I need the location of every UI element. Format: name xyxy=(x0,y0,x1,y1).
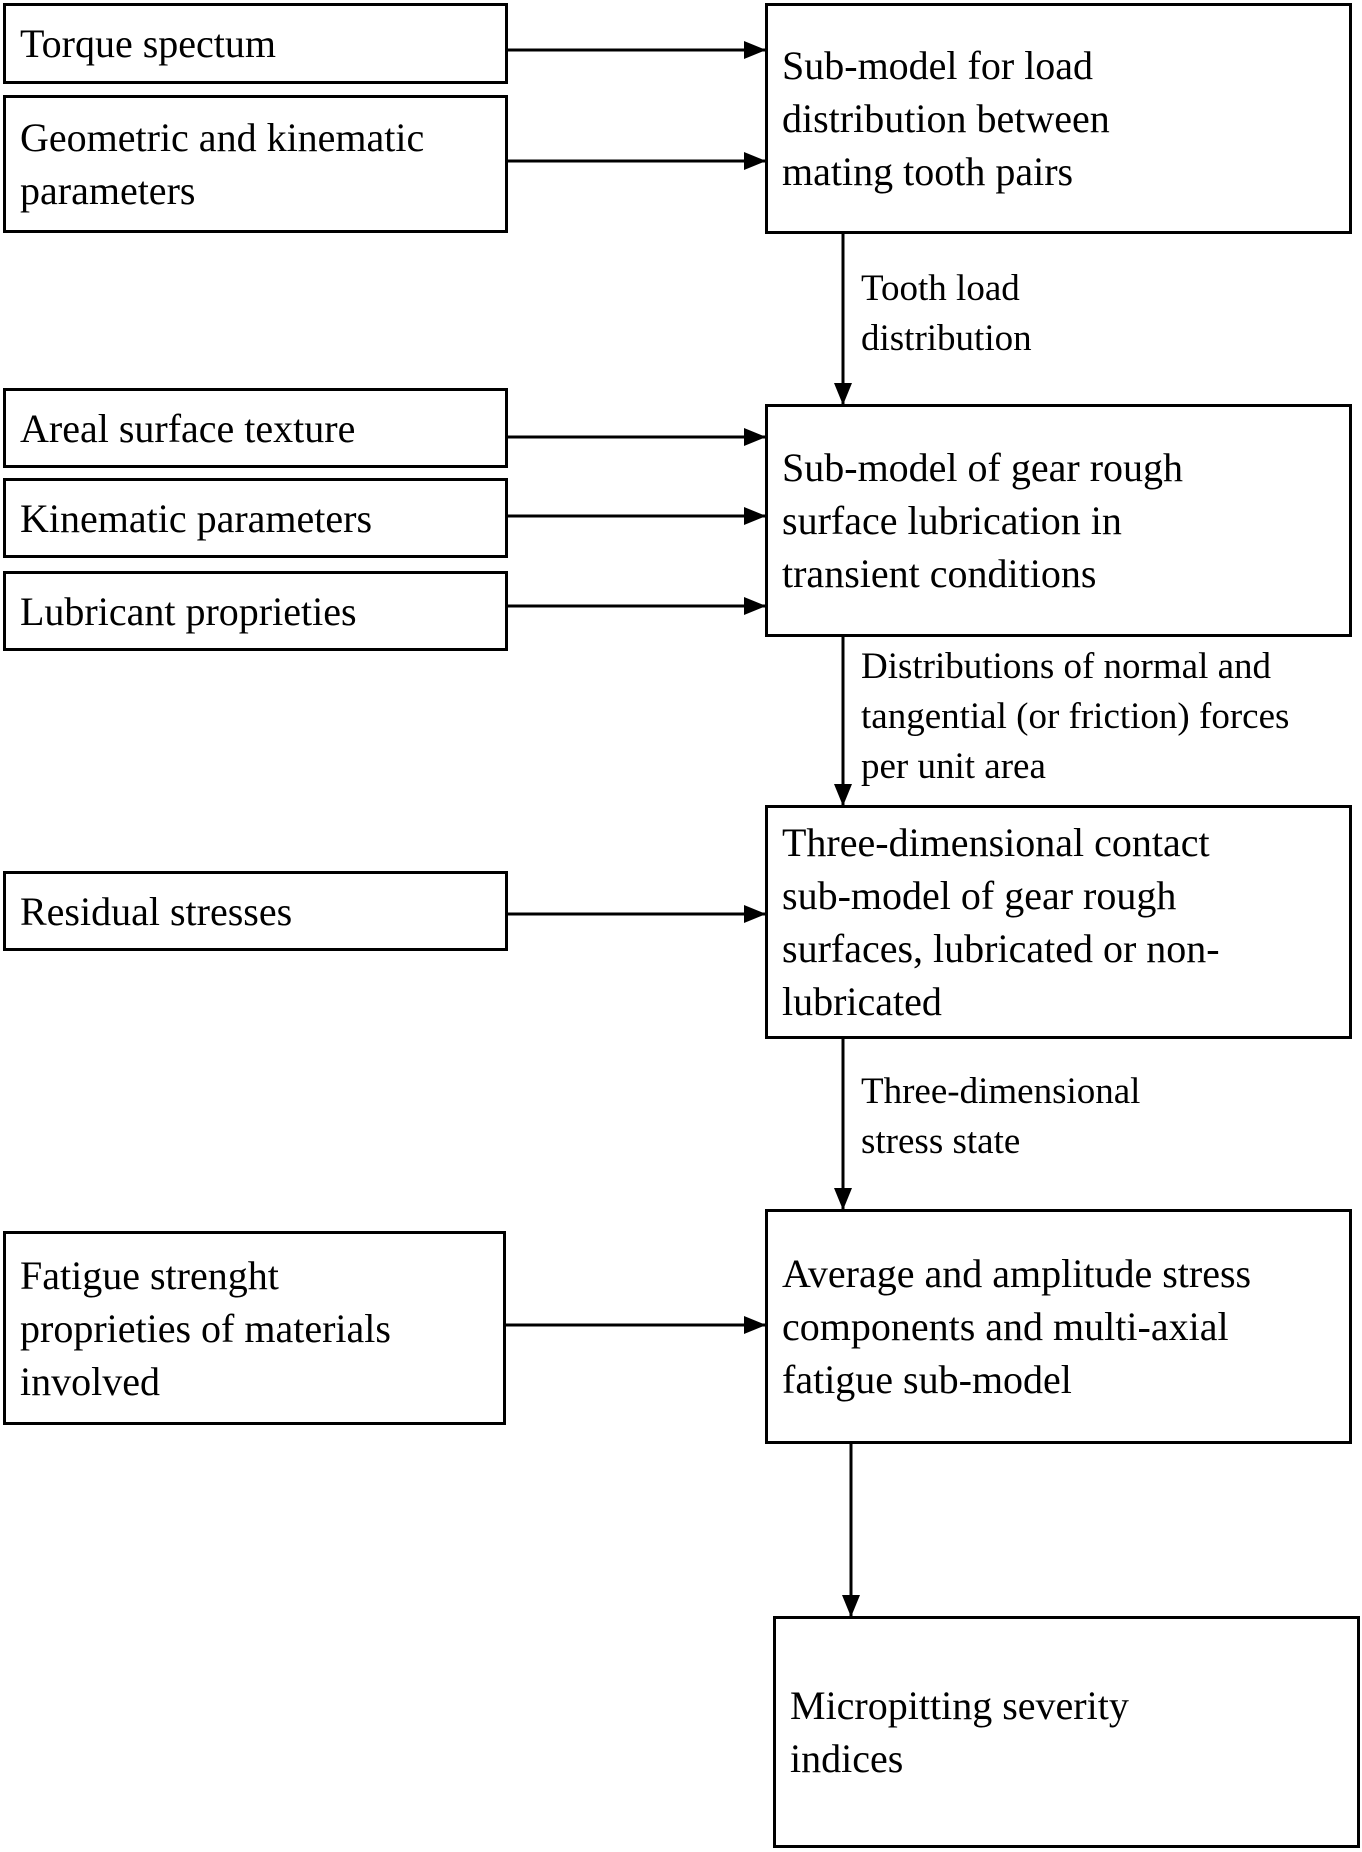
submodel-load-line-1: Sub-model for load xyxy=(782,43,1094,88)
input-geometric-line-1: Geometric and kinematic xyxy=(20,115,425,160)
submodel-contact: Three-dimensional contact sub-model of g… xyxy=(765,805,1352,1039)
input-areal-line-1: Areal surface texture xyxy=(20,405,356,451)
edge-label-distributions-line-3: per unit area xyxy=(861,746,1046,787)
input-kinematic-parameters: Kinematic parameters xyxy=(3,478,508,558)
edge-label-distributions-line-1: Distributions of normal and xyxy=(861,646,1272,687)
input-kinematic-line-1: Kinematic parameters xyxy=(20,495,373,541)
output-micropitting-indices: Micropitting severity indices xyxy=(773,1616,1360,1848)
submodel-lubrication-line-1: Sub-model of gear rough xyxy=(782,445,1184,490)
submodel-fatigue-line-1: Average and amplitude stress xyxy=(782,1251,1252,1296)
input-residual-line-1: Residual stresses xyxy=(20,888,293,934)
submodel-contact-line-1: Three-dimensional contact xyxy=(782,820,1210,865)
output-line-2: indices xyxy=(790,1736,904,1781)
submodel-contact-line-2: sub-model of gear rough xyxy=(782,873,1177,918)
input-fatigue-line-1: Fatigue strenght xyxy=(20,1252,279,1298)
submodel-fatigue-line-3: fatigue sub-model xyxy=(782,1357,1072,1402)
input-geometric-line-2: parameters xyxy=(20,168,196,213)
submodel-contact-line-3: surfaces, lubricated or non- xyxy=(782,926,1220,971)
submodel-contact-line-4: lubricated xyxy=(782,979,942,1024)
submodel-load-line-3: mating tooth pairs xyxy=(782,149,1074,194)
edge-label-stress-state-line-2: stress state xyxy=(861,1121,1021,1162)
input-areal-surface-texture: Areal surface texture xyxy=(3,388,508,468)
submodel-fatigue-line-2: components and multi-axial xyxy=(782,1304,1229,1349)
edge-label-stress-state: Three-dimensional stress state xyxy=(861,1067,1140,1167)
input-residual-stresses: Residual stresses xyxy=(3,871,508,951)
input-fatigue-line-2: proprieties of materials xyxy=(20,1305,391,1351)
edge-label-distributions-line-2: tangential (or friction) forces xyxy=(861,696,1290,737)
input-lubricant-proprieties: Lubricant proprieties xyxy=(3,571,508,651)
output-line-1: Micropitting severity xyxy=(790,1683,1129,1728)
submodel-lubrication-line-3: transient conditions xyxy=(782,551,1097,596)
submodel-fatigue: Average and amplitude stress components … xyxy=(765,1209,1352,1444)
input-geometric-kinematic: Geometric and kinematic parameters xyxy=(3,95,508,233)
input-lubricant-line-1: Lubricant proprieties xyxy=(20,588,357,634)
edge-label-stress-state-line-1: Three-dimensional xyxy=(861,1071,1141,1112)
input-torque-spectum: Torque spectum xyxy=(3,3,508,84)
edge-label-distributions: Distributions of normal and tangential (… xyxy=(861,642,1289,792)
input-fatigue-line-3: involved xyxy=(20,1358,160,1404)
submodel-load-distribution: Sub-model for load distribution between … xyxy=(765,3,1352,234)
submodel-lubrication: Sub-model of gear rough surface lubricat… xyxy=(765,404,1352,637)
input-fatigue-strength: Fatigue strenght proprieties of material… xyxy=(3,1231,506,1425)
edge-label-tooth-load: Tooth load distribution xyxy=(861,264,1032,364)
edge-label-tooth-load-line-1: Tooth load xyxy=(861,268,1020,309)
submodel-lubrication-line-2: surface lubrication in xyxy=(782,498,1122,543)
edge-label-tooth-load-line-2: distribution xyxy=(861,318,1032,359)
submodel-load-line-2: distribution between xyxy=(782,96,1110,141)
input-torque-line-1: Torque spectum xyxy=(20,21,277,66)
